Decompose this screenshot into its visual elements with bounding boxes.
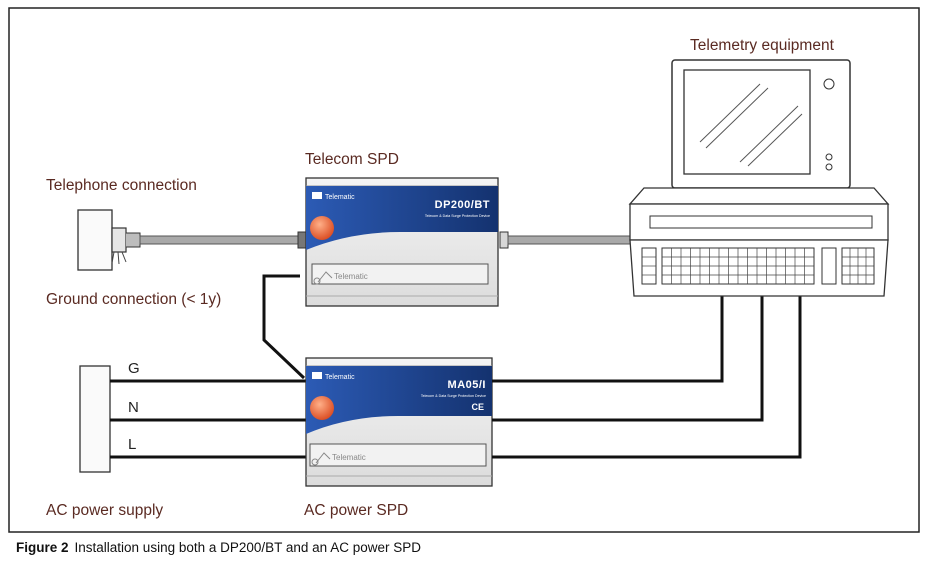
dp200-model: DP200/BT	[435, 199, 490, 211]
ac-power-supply-label: AC power supply	[46, 502, 164, 519]
ac-supply-block	[79, 365, 111, 473]
telephone-socket	[77, 209, 141, 271]
telephone-connection-label: Telephone connection	[46, 177, 197, 194]
l-output-wire	[492, 296, 802, 459]
n-output-wire	[492, 296, 764, 422]
telemetry-equipment-label: Telemetry equipment	[690, 37, 834, 54]
ma05-footer-brand: Telematic	[332, 453, 366, 462]
dp200-brand: Telematic	[325, 194, 355, 201]
telecom-spd-device: Telematic DP200/BT Telecom & Data Surge …	[305, 177, 499, 307]
n-wire-label: N	[128, 399, 139, 416]
ma05-tagline: Telecom & Data Surge Protection Device	[421, 394, 486, 398]
ma05-orange-logo	[310, 396, 334, 420]
keyboard-keys	[642, 248, 874, 284]
figure-caption: Figure 2 Installation using both a DP200/…	[16, 540, 421, 555]
dp200-orange-logo	[310, 216, 334, 240]
figure-number: Figure 2	[16, 540, 69, 555]
telemetry-computer	[628, 59, 890, 297]
telecom-spd-label: Telecom SPD	[305, 151, 399, 168]
ma05-model: MA05/I	[448, 379, 486, 391]
ac-power-spd-device: Telematic MA05/I Telecom & Data Surge Pr…	[305, 357, 493, 487]
figure-caption-text: Installation using both a DP200/BT and a…	[74, 540, 421, 555]
g-wire-label: G	[128, 360, 140, 377]
g-output-wire	[492, 296, 724, 383]
ma05-ce-mark: CE	[471, 402, 484, 412]
ac-power-spd-label: AC power SPD	[304, 502, 409, 519]
monitor-screen	[683, 69, 811, 175]
dp200-tagline: Telecom & Data Surge Protection Device	[425, 214, 490, 218]
ground-wire	[262, 274, 306, 380]
ma05-brand: Telematic	[325, 374, 355, 381]
telephone-cable	[139, 235, 301, 245]
l-wire-label: L	[128, 436, 137, 453]
data-cable	[507, 235, 637, 245]
figure-border	[8, 7, 920, 533]
dp200-footer-brand: Telematic	[334, 272, 368, 281]
ground-connection-label: Ground connection (< 1y)	[46, 291, 222, 308]
disk-slot	[649, 215, 873, 229]
